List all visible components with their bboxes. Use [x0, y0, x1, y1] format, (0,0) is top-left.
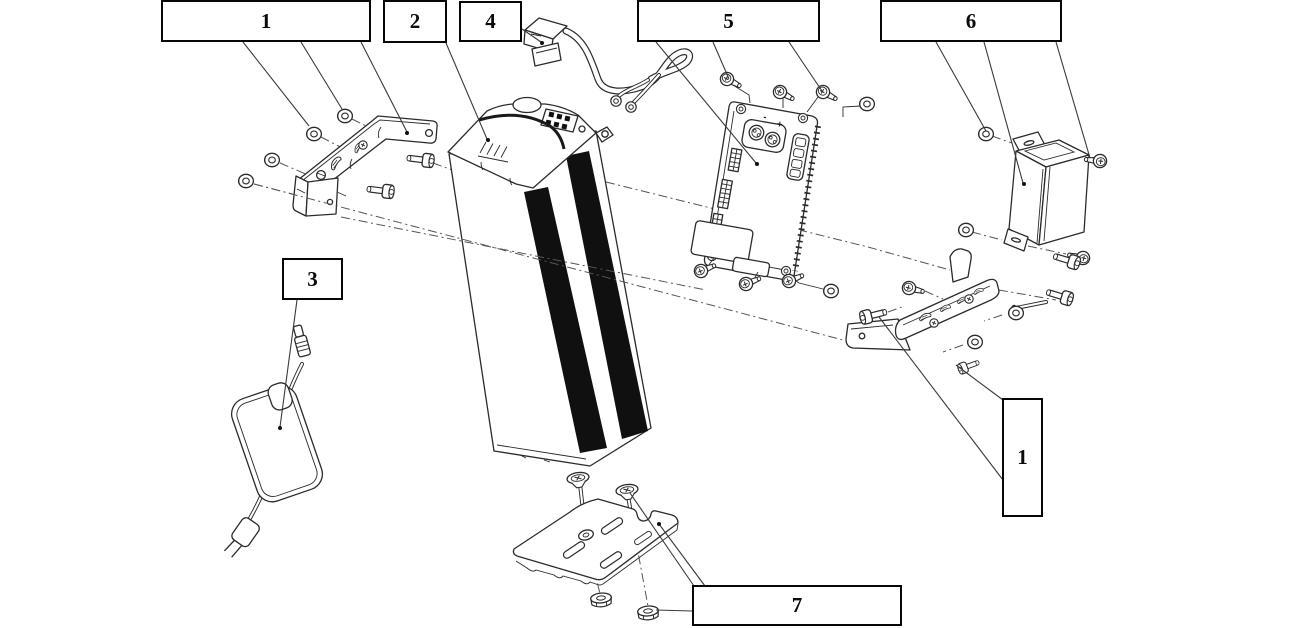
callout-label: 3 — [307, 266, 318, 291]
part-connector-cable — [523, 17, 694, 113]
polarity-positive-label: + — [776, 119, 784, 129]
callout-box-5: 5 — [637, 0, 820, 42]
controller-power-connectors: - + — [741, 113, 787, 153]
callout-box-3: 3 — [282, 258, 343, 300]
part-battery — [447, 96, 652, 467]
polarity-negative-label: - — [762, 113, 767, 122]
part-charger — [224, 324, 324, 558]
callout-box-1-right: 1 — [1002, 398, 1043, 517]
part-base-plate — [512, 470, 679, 622]
callout-label: 7 — [791, 593, 803, 617]
callout-label: 5 — [723, 8, 734, 33]
charger-ac-plug — [224, 517, 260, 558]
construction-centerlines — [253, 181, 951, 345]
charger-dc-plug — [292, 324, 311, 358]
callout-leader-lines — [242, 28, 1091, 612]
callout-box-2: 2 — [383, 0, 447, 43]
callout-label: 2 — [409, 9, 421, 33]
controller-socket-column — [786, 133, 810, 181]
callout-box-7: 7 — [692, 585, 902, 626]
callout-label: 1 — [260, 8, 272, 33]
callout-box-4: 4 — [459, 1, 522, 42]
callout-label: 1 — [1017, 445, 1028, 469]
callout-label: 4 — [485, 9, 496, 33]
part-right-mount-bracket — [845, 248, 1083, 376]
battery-contact-grid — [545, 111, 571, 130]
callout-label: 6 — [965, 8, 977, 33]
callout-box-1-left: 1 — [161, 0, 371, 42]
part-controller: - + — [690, 69, 876, 299]
part-left-mount-bracket — [237, 108, 456, 217]
part-mount-box — [957, 126, 1108, 267]
callout-box-6: 6 — [880, 0, 1062, 42]
